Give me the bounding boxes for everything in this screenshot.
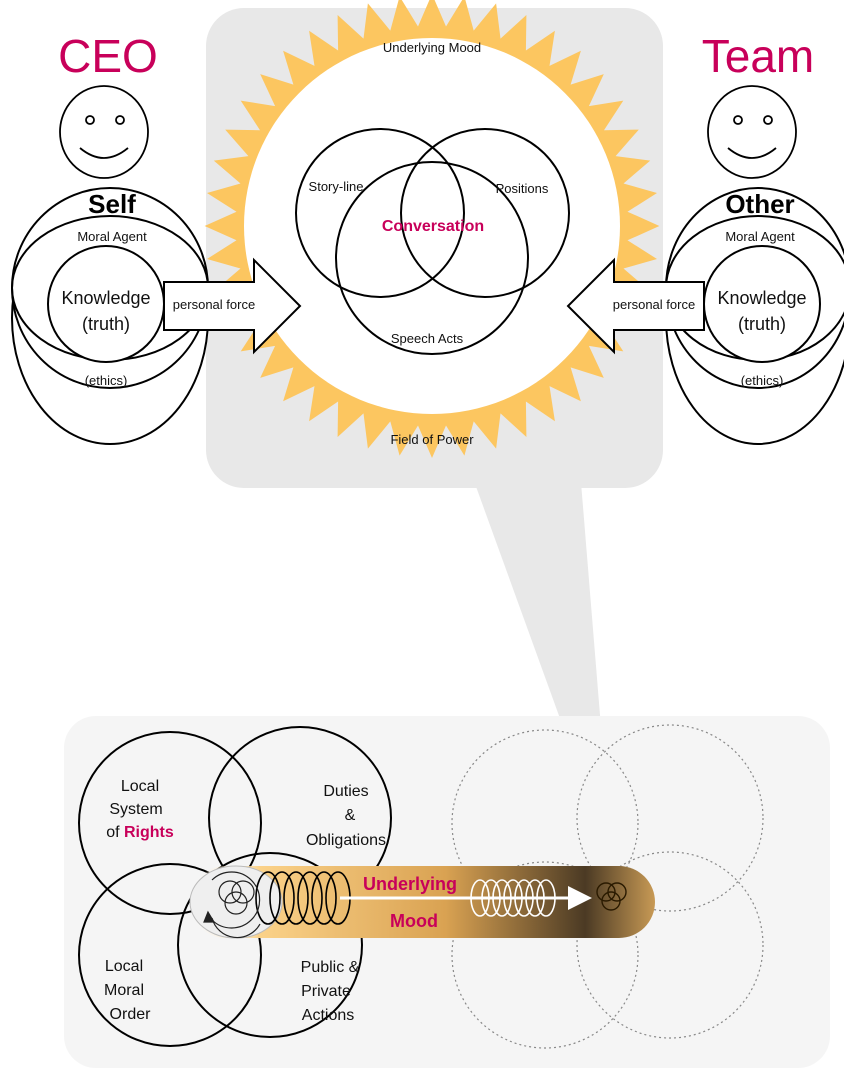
duties-line-3: Obligations [306,832,386,849]
rights-line-1: Local [121,778,159,795]
duties-line-2: & [345,807,356,824]
speech-acts-circle [335,161,529,355]
ceo-moral-agent-label: Moral Agent [77,229,147,244]
rights-line-2: System [109,801,162,818]
positions-label: Positions [496,181,549,196]
ghost-circle-3 [451,861,639,1049]
speech-acts-label: Speech Acts [391,331,464,346]
ceo-truth-label: (truth) [82,314,130,334]
ceo-self-heading: Self [88,189,136,219]
ghost-circle-2 [576,724,764,912]
positions-circle [400,128,570,298]
actions-line-2: Private [301,983,351,1000]
team-other-heading: Other [725,189,794,219]
moral-order-line-3: Order [110,1006,152,1023]
small-venn-icon-left [203,871,261,939]
actions-line-1: Public & [301,959,360,976]
actions-circle [177,852,363,1038]
rights-circle [78,731,262,915]
ceo-ethics-label: (ethics) [85,373,128,388]
coil-spiral [255,871,351,925]
mood-arrow-head-icon [568,886,592,910]
moral-order-circle [78,863,262,1047]
rights-line-3: of Rights [106,824,174,841]
ceo-personal-force-arrow: personal force [163,257,302,355]
underlying-mood-top-label: Underlying Mood [383,40,481,55]
ceo-smiley-icon [59,85,149,179]
storyline-circle [295,128,465,298]
ceo-figure: CEO Self Moral Agent Knowledge (truth) (… [11,30,209,445]
starburst-inner [244,38,620,414]
team-personal-force-label: personal force [613,297,695,312]
conversation-venn [295,128,570,355]
team-personal-force-arrow: personal force [566,257,705,355]
small-venn-icon-right [596,882,627,911]
moral-order-line-1: Local [105,958,143,975]
underlying-mood-line-2: Mood [390,911,438,931]
ceo-knowledge-label: Knowledge [61,288,150,308]
team-knowledge-label: Knowledge [717,288,806,308]
actions-line-3: Actions [302,1007,354,1024]
ceo-personal-force-label: personal force [173,297,255,312]
ghost-circle-4 [576,851,764,1039]
field-of-power-label: Field of Power [390,432,474,447]
moral-order-line-2: Moral [104,982,144,999]
rights-accent: Rights [124,824,174,841]
team-figure: Team Other Moral Agent Knowledge (truth)… [665,30,844,445]
rights-prefix: of [106,824,124,841]
storyline-label: Story-line [309,179,364,194]
team-smiley-icon [707,85,797,179]
duties-line-1: Duties [323,783,368,800]
conversation-label: Conversation [382,218,484,235]
team-ethics-label: (ethics) [741,373,784,388]
team-truth-label: (truth) [738,314,786,334]
ceo-title: CEO [58,30,158,82]
underlying-mood-line-1: Underlying [363,874,457,894]
team-moral-agent-label: Moral Agent [725,229,795,244]
team-title: Team [702,30,814,82]
